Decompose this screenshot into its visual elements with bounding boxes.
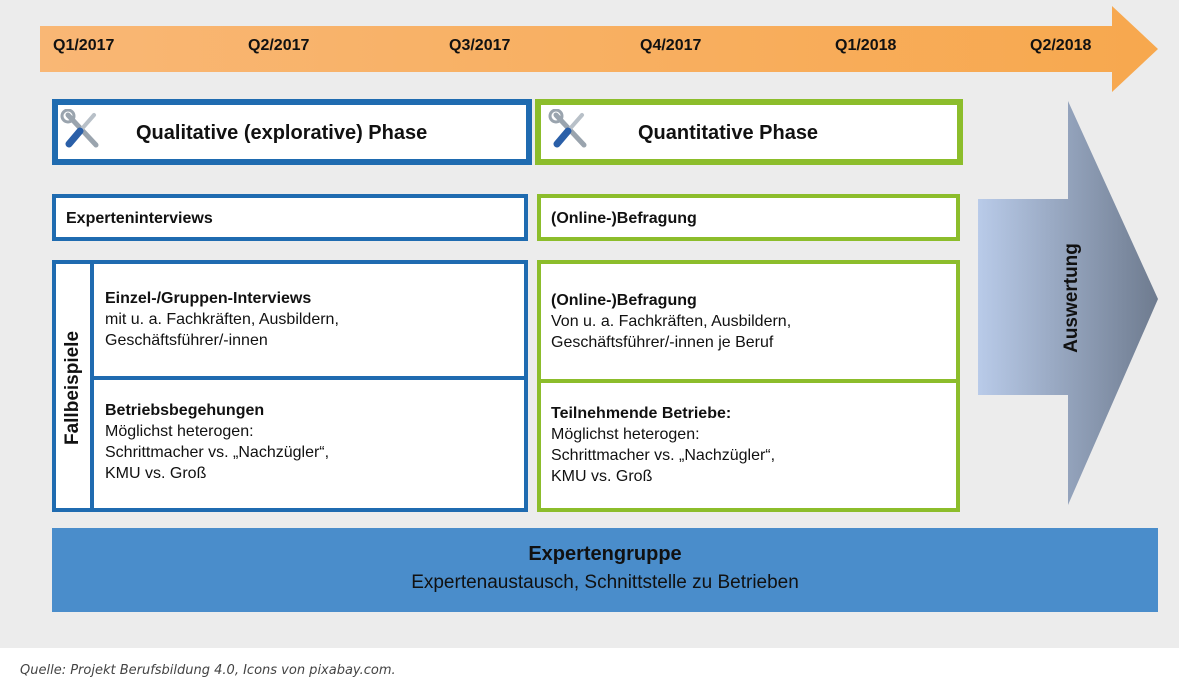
timeline-label-q3-2017: Q3/2017	[449, 37, 511, 54]
fallbeispiele-divider-vertical	[90, 260, 94, 512]
cell-title: Einzel-/Gruppen-Interviews	[105, 290, 312, 307]
cell-line: Geschäftsführer/-innen je Beruf	[551, 334, 774, 351]
online-befragung-cell: (Online-)Befragung Von u. a. Fachkräften…	[551, 290, 791, 353]
quantitative-phase-box	[535, 99, 963, 165]
timeline-label-q2-2017: Q2/2017	[248, 37, 310, 54]
fallbeispiele-quantitative-block	[537, 260, 960, 512]
tools-icon	[60, 109, 99, 148]
source-caption: Quelle: Projekt Berufsbildung 4.0, Icons…	[20, 663, 396, 678]
cell-line: KMU vs. Groß	[105, 465, 207, 482]
teilnehmende-betriebe-cell: Teilnehmende Betriebe: Möglichst heterog…	[551, 403, 775, 487]
expertengruppe-subtitle: Expertenaustausch, Schnittstelle zu Betr…	[411, 572, 799, 593]
cell-line: Möglichst heterogen:	[105, 423, 254, 440]
cell-title: (Online-)Befragung	[551, 292, 697, 309]
cell-line: KMU vs. Groß	[551, 468, 653, 485]
cell-title: Betriebsbegehungen	[105, 402, 265, 419]
cell-title: Teilnehmende Betriebe:	[551, 405, 732, 422]
qualitative-phase-title: Qualitative (explorative) Phase	[136, 122, 428, 144]
timeline-label-q4-2017: Q4/2017	[640, 37, 702, 54]
auswertung-label: Auswertung	[1061, 243, 1082, 353]
cell-line: Schrittmacher vs. „Nachzügler“,	[551, 447, 776, 464]
cell-line: mit u. a. Fachkräften, Ausbildern,	[105, 311, 339, 328]
expertengruppe-title: Expertengruppe	[528, 543, 682, 565]
online-befragung-row-box	[537, 194, 960, 241]
quantitative-phase-title: Quantitative Phase	[638, 122, 819, 144]
cell-line: Schrittmacher vs. „Nachzügler“,	[105, 444, 330, 461]
fallbeispiele-divider-horizontal	[90, 376, 528, 380]
timeline-label-q1-2018: Q1/2018	[835, 37, 897, 54]
online-befragung-row-label: (Online-)Befragung	[551, 210, 697, 227]
auswertung-arrow	[978, 101, 1158, 505]
experteninterviews-box	[52, 194, 528, 241]
experteninterviews-label: Experteninterviews	[66, 210, 213, 227]
tools-icon	[548, 109, 587, 148]
timeline-arrow	[40, 6, 1158, 92]
fallbeispiele-label: Fallbeispiele	[62, 330, 83, 446]
cell-line: Möglichst heterogen:	[551, 426, 700, 443]
timeline-label-q2-2018: Q2/2018	[1030, 37, 1092, 54]
fallbeispiele-right-divider	[537, 379, 960, 383]
einzel-gruppen-interviews-cell: Einzel-/Gruppen-Interviews mit u. a. Fac…	[105, 288, 339, 351]
betriebsbegehungen-cell: Betriebsbegehungen Möglichst heterogen: …	[105, 400, 329, 484]
fallbeispiele-qualitative-block	[52, 260, 528, 512]
expertengruppe-bar	[52, 528, 1158, 612]
timeline-label-q1-2017: Q1/2017	[53, 37, 115, 54]
qualitative-phase-box	[52, 99, 532, 165]
cell-line: Von u. a. Fachkräften, Ausbildern,	[551, 313, 792, 330]
cell-line: Geschäftsführer/-innen	[105, 332, 268, 349]
